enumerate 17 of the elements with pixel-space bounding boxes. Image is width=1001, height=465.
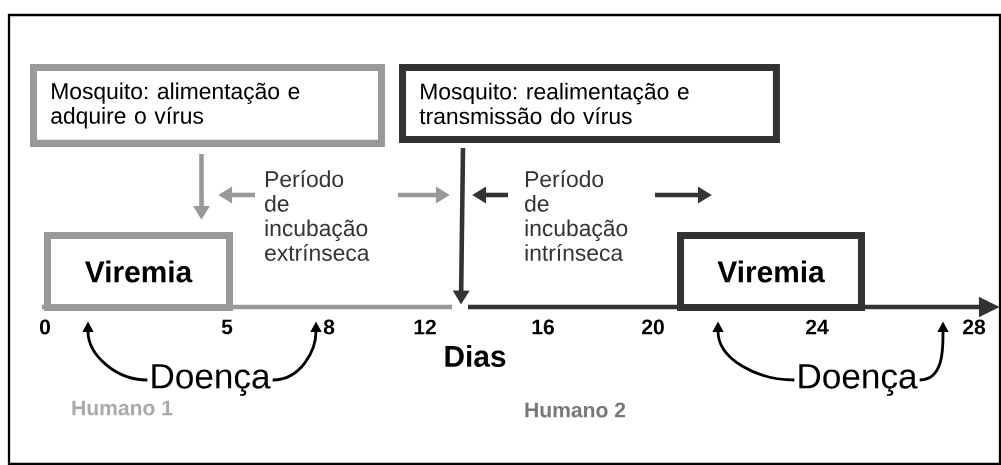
process-box: Mosquito: realimentação e transmissão do vírus (399, 64, 780, 143)
tick-label: 0 (39, 319, 50, 335)
process-box: Mosquito: alimentação e adquire o vírus (30, 64, 385, 147)
disease-label: Doença (799, 364, 918, 396)
tick-label: 20 (642, 319, 664, 335)
viremia-box: Viremia (677, 232, 865, 311)
tick-label: 8 (323, 319, 335, 335)
period-label: Período de incubação intrínseca (525, 170, 628, 261)
period-label: Período de incubação extrínseca (265, 170, 370, 261)
disease-label: Doença (152, 364, 271, 396)
viremia-box: Viremia (44, 232, 233, 311)
tick-label: 24 (806, 319, 829, 335)
tick-label: 5 (221, 319, 233, 335)
group-label: Humano 1 (72, 400, 173, 416)
axis-title: Dias (445, 345, 506, 367)
group-label: Humano 2 (525, 402, 626, 418)
tick-label: 28 (963, 319, 986, 335)
